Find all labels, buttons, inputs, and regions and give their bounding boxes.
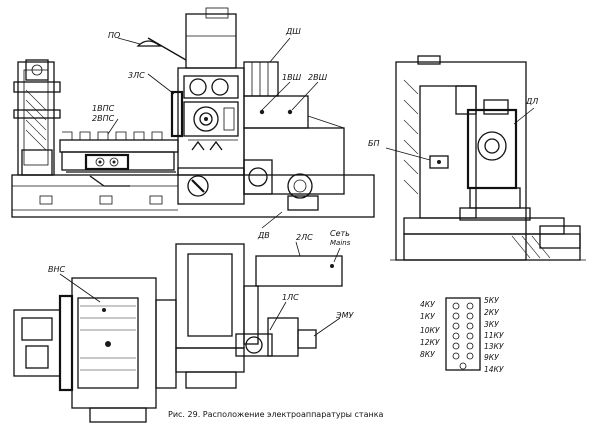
label-mains: Mains <box>330 239 351 247</box>
label-1ls: 1ЛС <box>282 293 299 302</box>
label-vns: ВНС <box>48 265 66 274</box>
panel-label-right-0: 5КУ <box>484 296 499 305</box>
spindle-head-side <box>466 108 518 190</box>
switch-3ls <box>170 90 184 138</box>
panel-label-right-6: 14КУ <box>484 365 504 374</box>
panel-label-right-1: 2КУ <box>484 308 499 317</box>
plan-view <box>13 241 343 423</box>
block-bp <box>429 155 449 169</box>
panel-label-right-2: 3КУ <box>484 320 499 329</box>
panel-label-left-0: 4КУ <box>420 300 435 309</box>
panel-label-left-1: 1КУ <box>420 312 435 321</box>
label-3ls: 3ЛС <box>128 71 145 80</box>
label-2vsh: 2ВШ <box>308 73 328 82</box>
control-panel <box>445 297 481 371</box>
label-bp: БП <box>368 139 380 148</box>
plan-cabinet <box>255 255 343 287</box>
label-2ls: 2ЛС <box>296 233 313 242</box>
cabinet-upper <box>243 95 309 129</box>
label-emu: ЭМУ <box>335 311 354 320</box>
plan-left-unit <box>13 309 61 377</box>
label-dv: ДВ <box>257 231 270 240</box>
panel-label-left-4: 8КУ <box>420 350 435 359</box>
panel-label-left-3: 12КУ <box>420 338 440 347</box>
label-1vps: 1ВПС <box>92 104 115 113</box>
side-view <box>385 55 586 261</box>
label-2vps: 2ВПС <box>92 114 115 123</box>
label-po: ПО <box>108 31 120 40</box>
motor-dsh <box>243 61 279 97</box>
label-1vsh: 1ВШ <box>282 73 302 82</box>
main-motor <box>185 13 237 69</box>
panel-label-right-3: 11КУ <box>484 331 504 340</box>
label-set: Сеть <box>330 229 350 238</box>
label-dsh: ДШ <box>285 27 301 36</box>
front-view <box>11 7 375 229</box>
panel-label-right-4: 13КУ <box>484 342 504 351</box>
motor-dv <box>287 173 313 199</box>
control-panel-body <box>445 297 481 371</box>
plan-head <box>175 243 245 349</box>
worktable <box>59 139 179 153</box>
panel-buttons <box>452 302 474 370</box>
figure-caption: Рис. 29. Расположение электроаппаратуры … <box>168 410 384 419</box>
lamp-po <box>136 40 162 47</box>
panel-label-left-2: 10КУ <box>420 326 440 335</box>
label-dl: ДЛ <box>525 97 538 106</box>
panel-label-right-5: 9КУ <box>484 353 499 362</box>
